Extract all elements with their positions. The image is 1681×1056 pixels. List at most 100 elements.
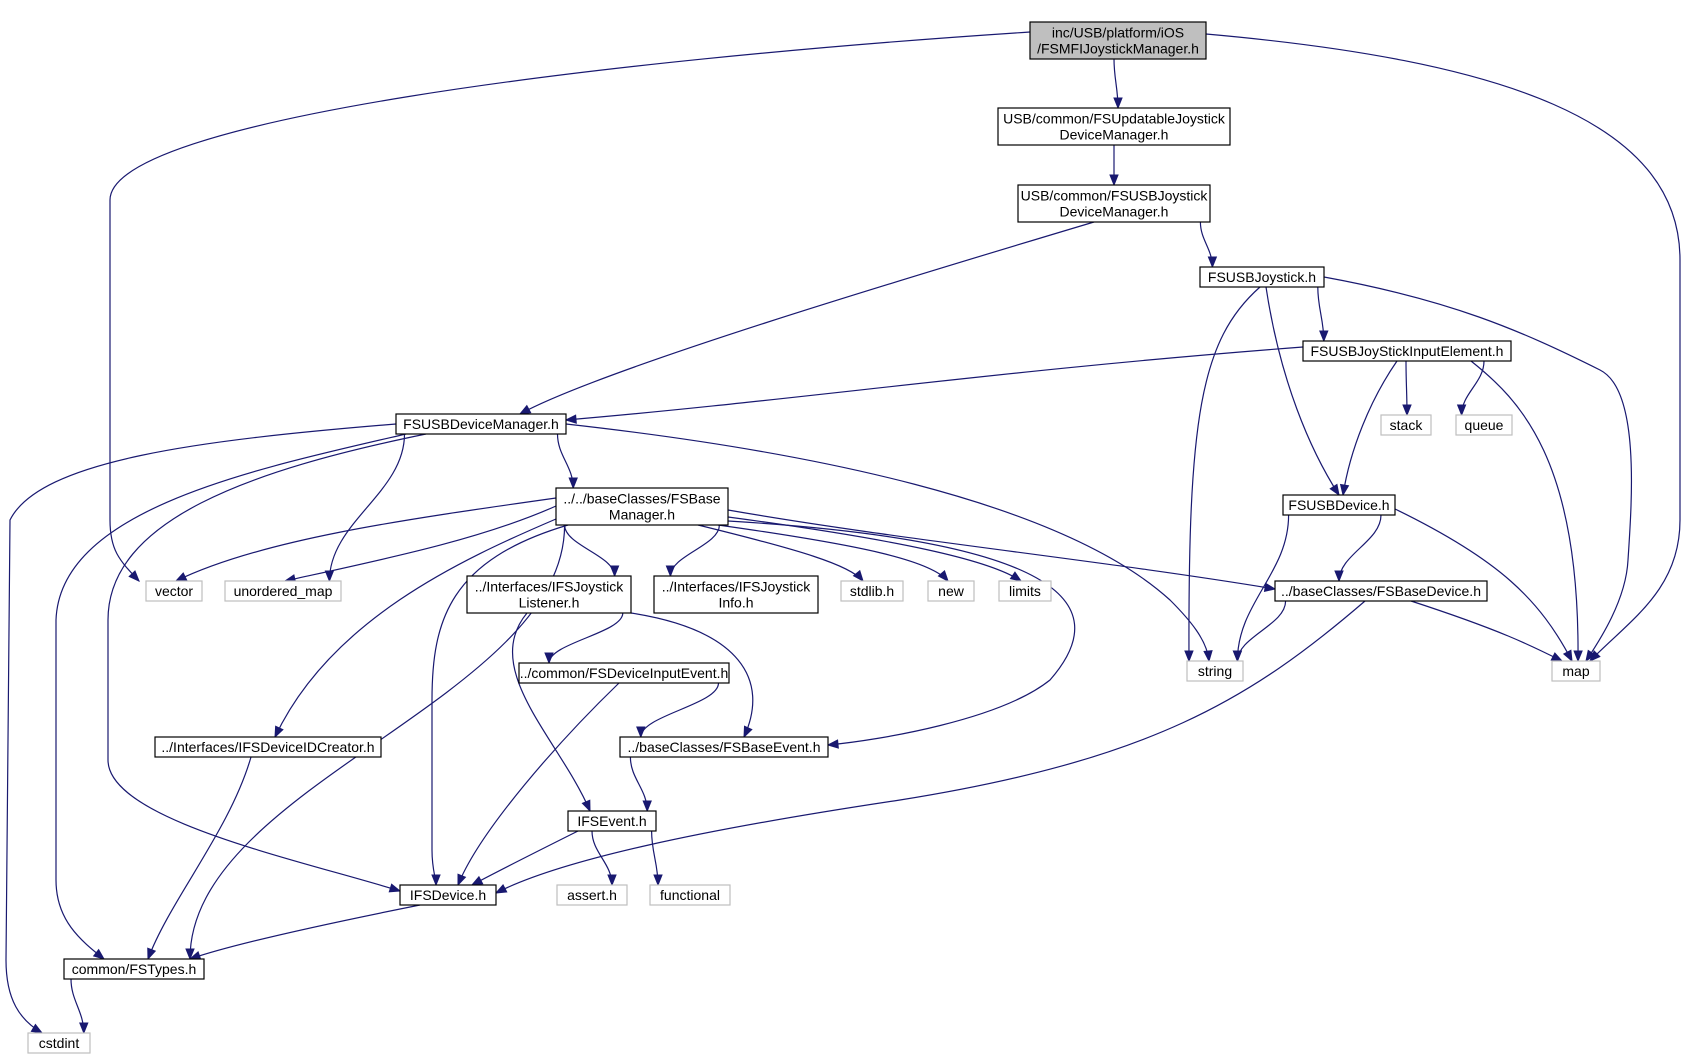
arrowhead xyxy=(581,799,591,813)
node-box xyxy=(997,107,1231,146)
edge-root-to-updatable xyxy=(1113,58,1123,110)
arrowhead xyxy=(564,414,577,424)
arrowhead xyxy=(1184,650,1194,663)
node-baseevent[interactable]: ../baseClasses/FSBaseEvent.h xyxy=(619,736,829,758)
edge-joylistener-to-devinputevent xyxy=(544,612,624,665)
arrowhead xyxy=(1203,650,1213,663)
edge-basemgr-to-joyinfo xyxy=(665,524,720,578)
node-box xyxy=(653,575,819,614)
node-usbdevmgr[interactable]: FSUSBDeviceManager.h xyxy=(395,413,567,435)
node-limits[interactable]: limits xyxy=(998,580,1052,602)
node-box xyxy=(556,884,628,906)
arrowhead xyxy=(1550,652,1564,662)
node-map[interactable]: map xyxy=(1551,660,1601,682)
edge-basemgr-to-devidcreator xyxy=(274,518,557,739)
edge-basemgr-to-stdlib xyxy=(697,524,864,583)
node-box xyxy=(998,580,1052,602)
node-devinputevent[interactable]: ../common/FSDeviceInputEvent.h xyxy=(518,662,730,684)
node-box xyxy=(399,884,497,906)
node-layer: inc/USB/platform/iOS/FSMFIJoystickManage… xyxy=(27,21,1601,1054)
node-box xyxy=(1380,414,1432,436)
edge-root-to-vector xyxy=(109,31,1031,582)
edge-usbdevmgr-to-cstdint xyxy=(5,423,397,1034)
node-queue[interactable]: queue xyxy=(1455,414,1513,436)
node-box xyxy=(1186,660,1244,682)
node-usbdevice[interactable]: FSUSBDevice.h xyxy=(1282,494,1396,516)
arrowhead xyxy=(92,948,106,960)
arrowhead xyxy=(1113,97,1123,110)
arrowhead xyxy=(185,948,195,961)
arrowhead xyxy=(457,873,467,887)
edge-basedevice-to-ifsdevice xyxy=(494,600,1366,894)
node-assert[interactable]: assert.h xyxy=(556,884,628,906)
node-basedevice[interactable]: ../baseClasses/FSBaseDevice.h xyxy=(1274,580,1488,602)
node-string[interactable]: string xyxy=(1186,660,1244,682)
arrowhead xyxy=(431,874,441,887)
node-label: IFSDevice.h xyxy=(410,887,486,903)
node-label: stack xyxy=(1390,417,1424,433)
edge-inputelement-to-queue xyxy=(1456,360,1485,417)
edge-basemgr-to-joylistener xyxy=(564,524,620,578)
node-new[interactable]: new xyxy=(927,580,975,602)
node-ifsevent[interactable]: IFSEvent.h xyxy=(567,810,657,832)
node-root[interactable]: inc/USB/platform/iOS/FSMFIJoystickManage… xyxy=(1029,21,1207,60)
node-label: ../Interfaces/IFSJoystick xyxy=(475,579,625,595)
edge-usbdevmgr-to-ifsdevice xyxy=(107,433,427,893)
node-vector[interactable]: vector xyxy=(145,580,203,602)
arrowhead xyxy=(607,874,617,887)
node-box xyxy=(927,580,975,602)
node-devidcreator[interactable]: ../Interfaces/IFSDeviceIDCreator.h xyxy=(154,736,382,758)
node-label: ../Interfaces/IFSDeviceIDCreator.h xyxy=(161,739,374,755)
node-fstypes[interactable]: common/FSTypes.h xyxy=(63,958,205,980)
node-cstdint[interactable]: cstdint xyxy=(27,1032,91,1054)
node-box xyxy=(1282,494,1396,516)
node-inputelement[interactable]: FSUSBJoyStickInputElement.h xyxy=(1302,340,1512,362)
node-label: DeviceManager.h xyxy=(1060,127,1169,143)
node-label: ../baseClasses/FSBaseDevice.h xyxy=(1281,583,1481,599)
arrowhead xyxy=(568,477,578,490)
node-label: assert.h xyxy=(567,887,617,903)
arrowhead xyxy=(1402,404,1412,417)
edge-basemgr-to-limits xyxy=(727,516,1023,582)
arrowhead xyxy=(1232,650,1243,663)
edge-updatable-to-usbjoydm xyxy=(1109,144,1119,187)
edge-usbjoystick-to-string xyxy=(1184,286,1261,663)
node-label: unordered_map xyxy=(234,583,333,599)
arrowhead xyxy=(324,570,335,583)
node-label: ../common/FSDeviceInputEvent.h xyxy=(520,665,729,681)
edge-usbjoydm-to-usbjoystick xyxy=(1199,221,1218,269)
edge-fstypes-to-cstdint xyxy=(70,978,89,1035)
node-usbjoystick[interactable]: FSUSBJoystick.h xyxy=(1199,266,1325,288)
arrowhead xyxy=(1334,570,1344,583)
node-label: Manager.h xyxy=(609,507,675,523)
node-box xyxy=(27,1032,91,1054)
edge-basemgr-to-baseevent xyxy=(727,520,1076,749)
edge-usbjoystick-to-inputelement xyxy=(1317,286,1329,343)
node-unordered_map[interactable]: unordered_map xyxy=(224,580,342,602)
arrowhead xyxy=(665,565,676,578)
node-box xyxy=(619,736,829,758)
arrowhead xyxy=(1456,404,1467,417)
node-label: vector xyxy=(155,583,193,599)
edge-usbdevmgr-to-unordered_map xyxy=(324,433,406,583)
arrowhead xyxy=(494,883,508,894)
arrowhead xyxy=(544,652,554,665)
node-box xyxy=(395,413,567,435)
node-updatable[interactable]: USB/common/FSUpdatableJoystickDeviceMana… xyxy=(997,107,1231,146)
node-stdlib[interactable]: stdlib.h xyxy=(840,580,904,602)
arrowhead xyxy=(1207,256,1218,269)
node-label: new xyxy=(938,583,965,599)
edge-basedevice-to-map xyxy=(1410,600,1564,662)
node-ifsdevice[interactable]: IFSDevice.h xyxy=(399,884,497,906)
node-stack[interactable]: stack xyxy=(1380,414,1432,436)
arrowhead xyxy=(79,1022,89,1035)
arrowhead xyxy=(852,569,864,583)
node-functional[interactable]: functional xyxy=(649,884,731,906)
node-box xyxy=(466,575,632,614)
node-label: Listener.h xyxy=(519,595,580,611)
edge-devidcreator-to-fstypes xyxy=(147,756,252,961)
